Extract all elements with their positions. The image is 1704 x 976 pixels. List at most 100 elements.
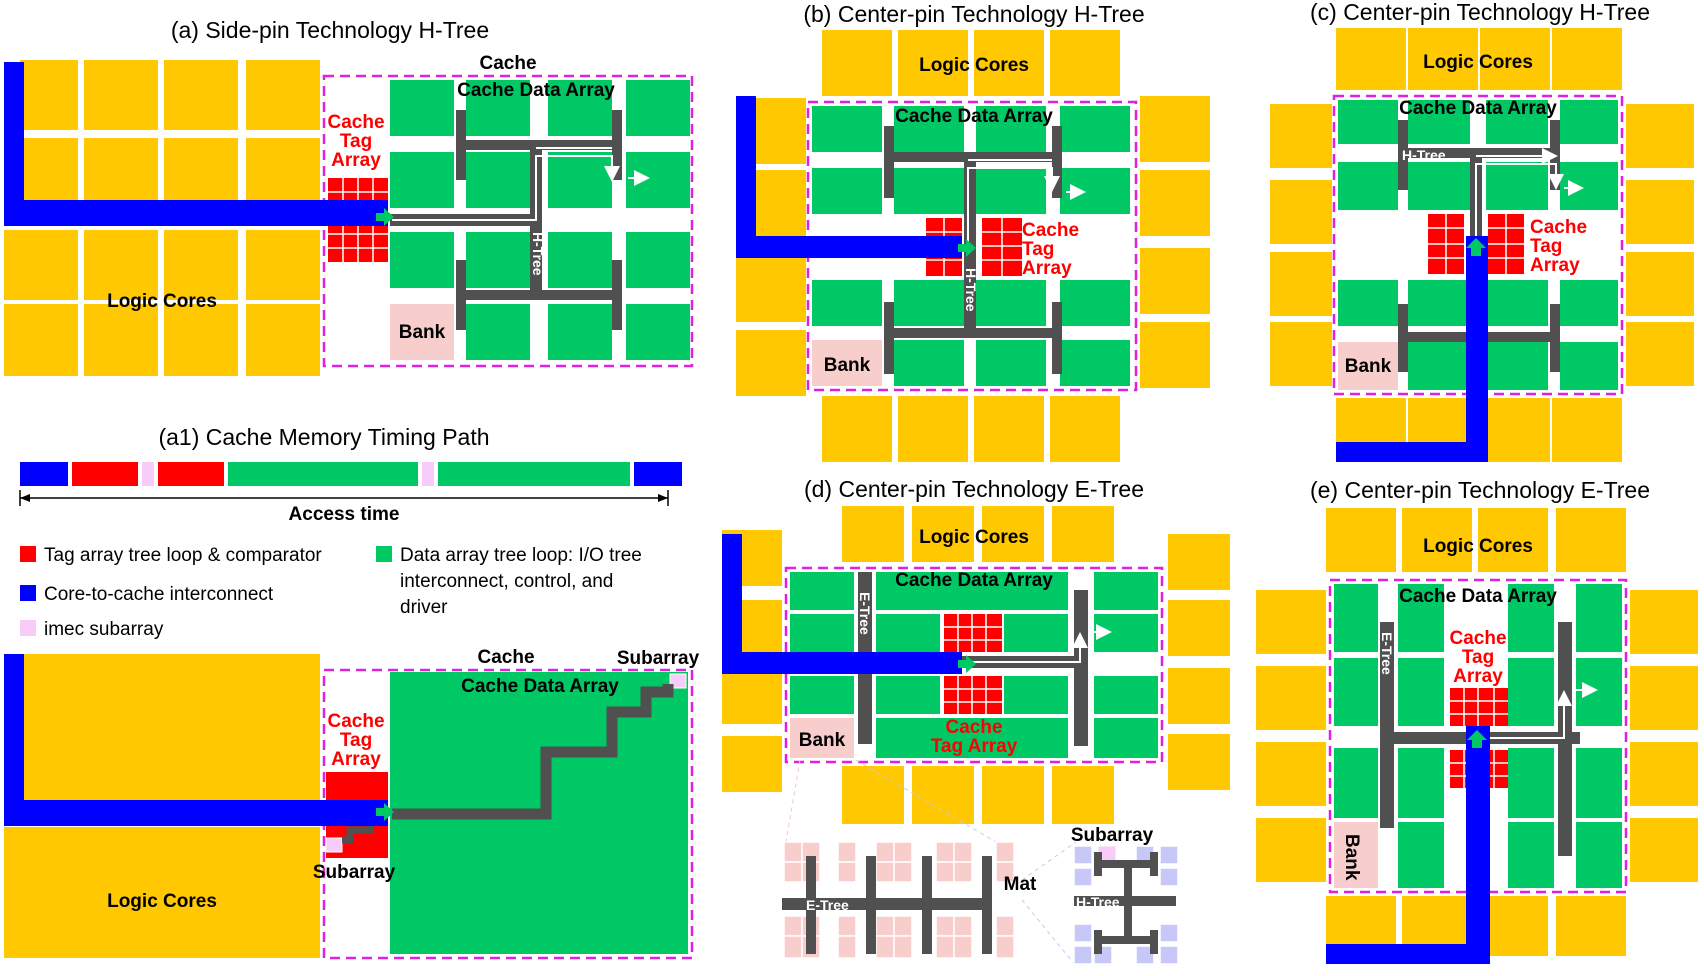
staircase-wire-a2: [392, 684, 674, 820]
subarray-label-bottom-a2: Subarray: [313, 862, 396, 883]
htree-arrows-d: [966, 624, 1112, 663]
entry-arrow-b: [958, 239, 976, 257]
legend-tag-text: Tag array tree loop & comparator: [44, 545, 322, 566]
subarray-label-top-a2: Subarray: [617, 648, 700, 669]
timing-segment-tag: [72, 462, 138, 486]
timing-segment-blue: [634, 462, 682, 486]
core-to-cache-wire-e: [1326, 726, 1490, 964]
data-array-label-d: Cache Data Array: [895, 570, 1053, 591]
subarray-label-d: Subarray: [1071, 825, 1154, 846]
bank-label-e: Bank: [1341, 834, 1362, 881]
data-array-label-e: Cache Data Array: [1399, 586, 1557, 607]
bank-e: [1334, 822, 1378, 888]
tag-array-label-c-1: Cache: [1530, 217, 1587, 238]
panel-a-caption: (a) Side-pin Technology H-Tree: [171, 17, 489, 43]
tag-array-label-b-1: Cache: [1022, 220, 1079, 241]
data-array-grid-c: [1338, 100, 1618, 390]
data-array-label-c: Cache Data Array: [1399, 98, 1557, 119]
htree-arrows-a: [392, 147, 650, 221]
legend-data-text-1: Data array tree loop: I/O tree: [400, 545, 642, 566]
bank-label-d: Bank: [799, 730, 846, 751]
tag-array-label-b-2: Tag: [1022, 239, 1054, 260]
cache-label-a2: Cache: [477, 647, 534, 668]
tag-array-label-e-2: Tag: [1462, 647, 1494, 668]
tag-array-label-e-3: Array: [1453, 666, 1503, 687]
bank-a: [390, 304, 454, 360]
legend-imec-text: imec subarray: [44, 619, 164, 640]
panel-a1-caption: (a1) Cache Memory Timing Path: [158, 424, 489, 450]
panel-e: (e) Center-pin Technology E-Tree Logic C…: [1256, 477, 1698, 964]
tag-array-label-c-3: Array: [1530, 255, 1580, 276]
panel-e-caption: (e) Center-pin Technology E-Tree: [1310, 477, 1650, 503]
timing-segment-blue: [20, 462, 68, 486]
legend: Tag array tree loop & comparator Core-to…: [20, 545, 642, 640]
access-time-label: Access time: [289, 504, 400, 525]
tag-array-label-d-2: Tag Array: [931, 736, 1018, 757]
logic-cores-ring-e: [1256, 508, 1698, 956]
subarray-cell-a2: [669, 673, 687, 689]
entry-arrow-c: [1466, 238, 1486, 256]
data-array-label-a: Cache Data Array: [457, 80, 615, 101]
entry-arrow-d: [958, 655, 976, 673]
tag-array-label-e-1: Cache: [1449, 628, 1506, 649]
htree-arrows-b: [967, 159, 1086, 244]
legend-swatch-tag: [20, 546, 36, 562]
entry-arrow-e: [1467, 730, 1487, 748]
logic-cores-label-c: Logic Cores: [1423, 52, 1533, 73]
logic-cores-ring-c: [1270, 28, 1694, 462]
htree-label-b: H-Tree: [963, 268, 979, 312]
htree-arrows-c: [1475, 148, 1584, 236]
mat-label: Mat: [1004, 874, 1037, 895]
bank-c: [1338, 342, 1398, 390]
timing-segment-pink: [142, 462, 154, 486]
core-to-cache-wire-a: [4, 62, 388, 226]
panel-a: (a) Side-pin Technology H-Tree Logic Cor…: [4, 17, 694, 376]
logic-cores-label-a: Logic Cores: [107, 291, 217, 312]
tag-array-label-a2-2: Tag: [340, 730, 372, 751]
htree-small-label: H-Tree: [1076, 894, 1120, 910]
data-array-grid-a: [390, 80, 690, 360]
legend-swatch-data: [376, 546, 392, 562]
core-to-cache-wire-c: [1336, 236, 1488, 462]
panel-d-caption: (d) Center-pin Technology E-Tree: [804, 476, 1144, 502]
logic-cores-ring-b: [736, 30, 1210, 462]
legend-core-text: Core-to-cache interconnect: [44, 584, 274, 605]
core-to-cache-wire-a2: [4, 654, 388, 826]
tag-array-grid-c: [1428, 214, 1524, 274]
panel-b-caption: (b) Center-pin Technology H-Tree: [803, 1, 1144, 27]
legend-swatch-imec: [20, 620, 36, 636]
legend-data-text-3: driver: [400, 597, 448, 618]
panel-d: (d) Center-pin Technology E-Tree Logic C…: [722, 476, 1230, 967]
timing-segment-pink: [422, 462, 434, 486]
bank-label-c: Bank: [1345, 356, 1392, 377]
logic-cores-label-d: Logic Cores: [919, 527, 1029, 548]
mat-inset: E-Tree Mat: [782, 841, 1037, 959]
tag-array-grid-d: [944, 614, 1002, 714]
etree-label-d: E-Tree: [857, 592, 873, 635]
panel-a2: Logic Cores Cache Cache Data Array Subar…: [4, 647, 700, 960]
tag-array-label-b-3: Array: [1022, 258, 1072, 279]
logic-cores-label-a2: Logic Cores: [107, 891, 217, 912]
data-array-label-b: Cache Data Array: [895, 106, 1053, 127]
logic-cores-label-e: Logic Cores: [1423, 536, 1533, 557]
bank-b: [812, 340, 882, 386]
legend-data-text-2: interconnect, control, and: [400, 571, 613, 592]
tag-array-label-a-2: Tag: [340, 131, 372, 152]
etree-label-e: E-Tree: [1379, 632, 1395, 675]
logic-cores-label-b: Logic Cores: [919, 55, 1029, 76]
cache-label-a: Cache: [479, 53, 536, 74]
timing-segment-data: [228, 462, 418, 486]
timing-path-bar: [20, 462, 682, 486]
panel-a1: (a1) Cache Memory Timing Path Access tim…: [19, 424, 682, 525]
timing-segment-tag: [158, 462, 224, 486]
subarray-inset: H-Tree Subarray: [1071, 825, 1179, 965]
bank-label-b: Bank: [824, 355, 871, 376]
core-to-cache-wire-b: [736, 96, 962, 258]
panel-b: (b) Center-pin Technology H-Tree Logic C…: [736, 1, 1210, 462]
panel-c-caption: (c) Center-pin Technology H-Tree: [1310, 0, 1650, 25]
htree-label-a: H-Tree: [530, 232, 546, 276]
bank-label-a: Bank: [399, 322, 446, 343]
tag-array-label-a-1: Cache: [327, 112, 384, 133]
logic-core-grid-a: [4, 60, 320, 376]
data-array-label-a2: Cache Data Array: [461, 676, 619, 697]
